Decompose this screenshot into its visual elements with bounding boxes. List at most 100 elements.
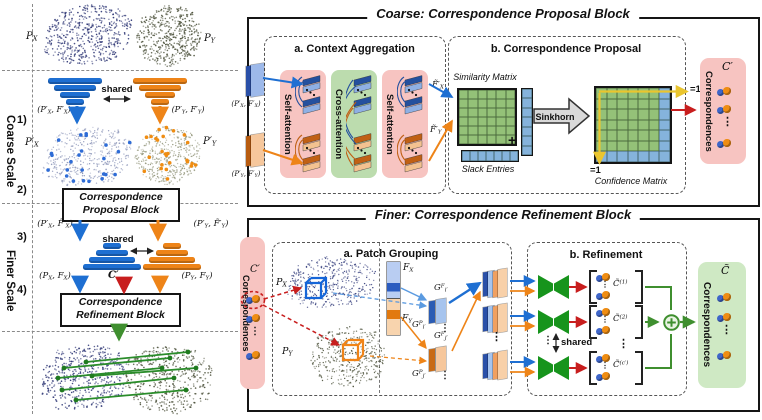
features-fx-label: FX <box>403 263 414 274</box>
matrix-cell <box>606 151 618 162</box>
decoder-input-x-label: (P′X, F̃′X) <box>37 219 73 230</box>
matrix-cell <box>627 109 639 120</box>
matrix-cell <box>502 151 510 161</box>
matrix-cell <box>505 117 515 126</box>
finer-correspondences-box-label: Correspondences <box>701 282 712 368</box>
matrix-cell <box>522 98 532 108</box>
vertical-dots-icon: ⋮ <box>601 315 609 324</box>
decoder-input-y-label: (P′Y, F̃′Y) <box>193 219 229 230</box>
matrix-cell <box>468 126 478 135</box>
correspondence-pair-icon <box>596 273 610 282</box>
matrix-cell <box>627 140 639 152</box>
slack-entries-column <box>521 88 533 156</box>
coarse-cloud-y-label: P′Y <box>203 136 217 148</box>
matrix-cell <box>522 126 532 137</box>
group-gpj-label: GPj′ <box>412 369 426 380</box>
coarse-cloud-x-label: P′X <box>25 137 39 149</box>
point-cloud <box>42 126 132 187</box>
correspondence-pair-icon <box>246 314 260 323</box>
similarity-matrix <box>457 88 517 146</box>
finer-panel-title: Finer: Correspondence Refinement Block <box>365 207 641 222</box>
matrix-cell <box>522 145 532 155</box>
vertical-dots-icon: ⋮ <box>722 116 733 128</box>
decoder-x-icon <box>89 257 135 263</box>
vertical-dots-icon: ⋮ <box>440 323 450 334</box>
correspondence-refinement-block-box: Correspondence Refinement Block <box>60 293 181 327</box>
refined-set-1-label: C̃(1) <box>613 279 628 289</box>
matrix-cell <box>596 98 607 110</box>
ctx-input-x-label: (P′X, F′X) <box>231 100 261 110</box>
encoder-output-x-label: (P′X, F′X) <box>37 105 71 116</box>
matrix-cell <box>617 109 628 120</box>
matrix-cell <box>596 119 607 131</box>
matrix-cell <box>617 151 628 162</box>
col-sum-eq1-label: =1 <box>590 165 601 176</box>
context-aggregation-box <box>264 36 446 194</box>
correspondence-pair-icon <box>717 87 731 96</box>
decoder-y-icon <box>156 250 188 256</box>
matrix-cell <box>486 99 497 108</box>
matrix-cell <box>596 88 607 99</box>
step-2-label: 2) <box>17 184 27 196</box>
matrix-cell <box>596 109 607 120</box>
step-1-label: 1) <box>17 114 27 126</box>
cross-attention-label: Cross-attention <box>333 88 344 160</box>
matrix-cell <box>459 117 469 126</box>
matrix-cell <box>505 135 515 144</box>
matrix-cell <box>477 117 487 126</box>
patch-grouping-divider <box>379 243 380 393</box>
correspondence-pair-icon <box>717 351 731 360</box>
matrix-cell <box>496 90 506 99</box>
vertical-dots-icon: ⋮ <box>491 331 502 343</box>
correspondence-pair-icon <box>246 351 260 360</box>
self-attention-2-features-icon <box>397 75 423 173</box>
matrix-cell <box>505 99 515 108</box>
matrix-cell <box>459 99 469 108</box>
finer-input-correspondences-box <box>240 237 265 389</box>
correspondence-proposal-header: b. Correspondence Proposal <box>490 43 642 55</box>
refine-box-line2: Refinement Block <box>76 309 165 322</box>
matrix-cell <box>638 98 649 110</box>
matrix-cell <box>496 126 506 135</box>
matrix-cell <box>459 126 469 135</box>
correspondence-pair-icon <box>246 295 260 304</box>
matrix-cell <box>486 90 497 99</box>
matrix-cell <box>617 98 628 110</box>
matrix-cell <box>648 130 660 141</box>
matrix-cell <box>596 151 607 162</box>
matrix-cell <box>470 151 478 161</box>
matrix-cell <box>494 151 502 161</box>
feature-slab-icon <box>498 303 507 333</box>
features-fy-bar <box>387 299 400 335</box>
refine-box-line1: Correspondence <box>78 296 163 308</box>
matrix-cell <box>468 99 478 108</box>
sum-icon <box>663 314 680 331</box>
matrix-cell <box>505 126 515 135</box>
feature-slab-icon <box>251 132 264 168</box>
matrix-cell <box>459 90 469 99</box>
refined-set-2-bracket <box>589 305 643 339</box>
vertical-dots-icon: ⋮ <box>721 324 732 336</box>
refinement-header: b. Refinement <box>569 249 643 261</box>
matrix-cell <box>617 119 628 131</box>
sinkhorn-arrow-icon <box>533 97 591 135</box>
matrix-cell <box>617 130 628 141</box>
matrix-cell <box>606 130 618 141</box>
feature-slab-icon <box>251 62 264 98</box>
matrix-cell <box>638 151 649 162</box>
matrix-cell <box>522 89 532 99</box>
refinement-shared-label: shared <box>561 337 593 348</box>
vertical-dots-icon: ⋮ <box>543 335 553 346</box>
correspondence-pair-icon <box>596 291 610 300</box>
matrix-cell <box>477 90 487 99</box>
matrix-cell <box>659 119 670 131</box>
finer-input-c-symbol: C′ <box>250 264 260 275</box>
matrix-cell <box>477 99 487 108</box>
matrix-cell <box>627 130 639 141</box>
matrix-cell <box>459 108 469 117</box>
left-divider-row4 <box>2 331 238 332</box>
matrix-cell <box>648 140 660 152</box>
feature-slab-icon <box>436 298 446 324</box>
matrix-cell <box>522 117 532 127</box>
confidence-matrix-label: Confidence Matrix <box>594 176 668 186</box>
